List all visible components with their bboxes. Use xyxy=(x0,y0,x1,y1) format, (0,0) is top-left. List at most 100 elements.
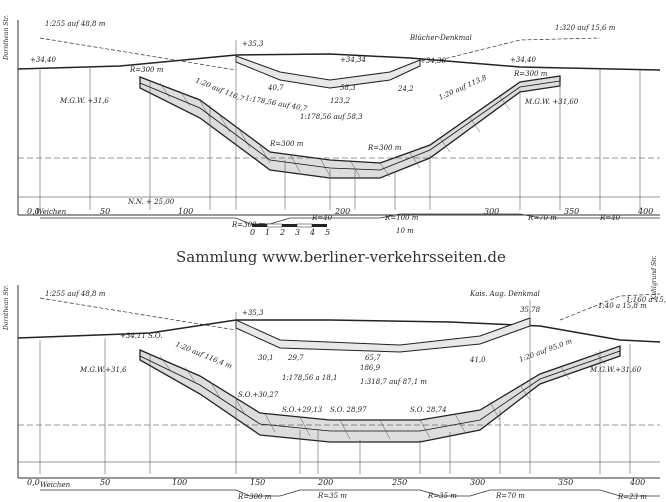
bottom-tunnel-body xyxy=(139,345,621,443)
top-station-100: 100 xyxy=(178,207,193,216)
bottom-grade-a: 1:20 auf 116,4 m xyxy=(174,340,233,370)
caption-text: Sammlung www.berliner-verkehrsseiten.de xyxy=(176,248,506,266)
top-radius-bottom: R=300 m R=40 R=100 m R=70 m R=40 xyxy=(231,214,621,229)
scale-unit: 10 m xyxy=(396,227,414,235)
top-blucher-label: Blücher-Denkmal xyxy=(409,34,472,42)
top-d407: 40,7 xyxy=(267,84,284,92)
bottom-elev-left: +34,11 S.O. xyxy=(120,332,162,340)
top-elev-right: +34,40 xyxy=(510,56,536,64)
bottom-grade-b: 1:20 auf 95,0 m xyxy=(518,337,574,364)
top-radius-left: R=300 m xyxy=(129,66,164,74)
top-elev-left: +34,40 xyxy=(30,56,56,64)
bottom-d657: 65,7 xyxy=(365,354,381,362)
top-grade-left: 1:255 auf 48,8 m xyxy=(45,20,106,28)
bottom-grade-right1: 1:40 a 15,8 m xyxy=(598,302,647,310)
top-radius-right: R=300 m xyxy=(513,70,548,78)
bottom-d301: 30,1 xyxy=(258,354,274,362)
top-grade-mid: 1:178,56 auf 40,7 xyxy=(245,94,309,113)
bottom-street-right: Kahlgrund Str. xyxy=(651,255,658,301)
bottom-station-lines xyxy=(39,300,631,474)
bottom-elev-353: +35,3 xyxy=(242,309,264,317)
scale-num-2: 2 xyxy=(279,228,285,237)
top-rad-b3: R=70 m xyxy=(527,214,557,222)
top-elev-353: +35,3 xyxy=(242,40,264,48)
top-mgw-left: M.G.W. +31,6 xyxy=(59,97,109,105)
top-station-50: 50 xyxy=(100,207,110,216)
top-grade-right: 1:320 auf 15,6 m xyxy=(555,24,616,32)
top-rad-b1: R=40 xyxy=(311,214,333,222)
top-grade-120a: 1:20 auf 116,7 xyxy=(194,76,245,103)
bottom-rad-b3: R=70 m xyxy=(495,492,525,500)
bottom-tunnel-hatch xyxy=(159,351,606,440)
bottom-grade-right2: 1:160 a 15,8 m xyxy=(626,296,666,304)
top-elev-3434: +34,34 xyxy=(340,56,366,64)
bottom-rad-b2: R=35 m xyxy=(427,492,457,500)
top-weichen-label: Weichen xyxy=(36,208,67,216)
bottom-station-250: 250 xyxy=(391,478,407,487)
top-radius-mid2: R=300 m xyxy=(367,144,402,152)
bottom-street-label: Dornthean Str. xyxy=(3,285,10,331)
top-scale-bar: 0 1 2 3 4 5 10 m xyxy=(250,223,414,237)
top-grade-120b: 1:20 auf 113,8 xyxy=(438,73,489,101)
top-grade-dashed xyxy=(39,37,237,71)
bottom-grade-left: 1:255 auf 48,8 m xyxy=(45,290,106,298)
scale-num-0: 0 xyxy=(250,228,255,237)
scale-num-4: 4 xyxy=(309,228,315,237)
top-ground-line xyxy=(17,53,661,71)
top-station-400: 400 xyxy=(637,207,653,216)
top-radius-mid1: R=300 m xyxy=(269,140,304,148)
bottom-rad-b0: R=300 m xyxy=(237,493,272,501)
bottom-d297: 29,7 xyxy=(287,354,304,362)
top-profile: Dornthean Str. 1:255 auf 48,8 m 1:320 au… xyxy=(3,15,661,237)
scale-num-3: 3 xyxy=(295,228,300,237)
top-street-label: Dornthean Str. xyxy=(3,15,10,61)
bottom-station-400: 400 xyxy=(629,478,645,487)
top-rad-b2: R=100 m xyxy=(384,214,419,222)
bottom-so1: S.O.+30,27 xyxy=(238,391,279,399)
bottom-station-200: 200 xyxy=(317,478,333,487)
bottom-station-axis: 0,0 50 100 150 200 250 300 350 400 xyxy=(27,478,645,487)
bottom-ground-line xyxy=(17,319,661,343)
top-rad-b4: R=40 xyxy=(599,214,621,222)
bottom-rad-b1: R=35 m xyxy=(317,492,347,500)
bottom-rad-b4: R=23 m xyxy=(617,493,647,501)
bottom-elev-3578: 35,78 xyxy=(520,306,541,314)
bottom-so4: S.O. 28,74 xyxy=(410,406,447,414)
bottom-so2: S.O.+29,13 xyxy=(282,406,323,414)
top-station-300: 300 xyxy=(484,207,499,216)
top-grade-low: 1:178,56 auf 58,3 xyxy=(300,113,363,121)
bottom-station-0: 0,0 xyxy=(27,478,40,487)
top-station-0: 0,0 xyxy=(27,207,40,216)
bottom-station-100: 100 xyxy=(172,478,187,487)
bottom-kaiser-label: Kais. Aug. Denkmal xyxy=(469,290,540,298)
bottom-station-350: 350 xyxy=(558,478,573,487)
bottom-mgw-right: M.G.W.+31,60 xyxy=(589,366,642,374)
top-nn-label: N.N. + 25,00 xyxy=(127,198,175,206)
scale-num-1: 1 xyxy=(265,228,270,237)
top-station-lines xyxy=(39,40,641,210)
top-station-axis: 0,0 50 100 200 300 350 400 xyxy=(27,207,653,216)
bottom-grade-d: 1:178,56 a 18,1 xyxy=(282,374,338,382)
top-station-200: 200 xyxy=(334,207,350,216)
bottom-d1869: 186,9 xyxy=(360,364,381,372)
bottom-station-300: 300 xyxy=(470,478,485,487)
bottom-profile: Dornthean Str. Kahlgrund Str. 1:255 auf … xyxy=(3,255,666,501)
bottom-station-50: 50 xyxy=(100,478,110,487)
bottom-grade-c: 1:318,7 auf 87,1 m xyxy=(360,378,427,386)
bottom-weichen-label: Weichen xyxy=(40,481,71,489)
top-elev-3430: +34,30 xyxy=(420,57,446,65)
top-rad-b0: R=300 m xyxy=(231,221,266,229)
top-d242: 24,2 xyxy=(397,85,414,93)
top-station-350: 350 xyxy=(564,207,579,216)
bottom-so3: S.O. 28,97 xyxy=(330,406,367,414)
top-upper-trough xyxy=(235,55,421,89)
bottom-station-150: 150 xyxy=(250,478,265,487)
scale-num-5: 5 xyxy=(325,228,330,237)
top-d1232: 123,2 xyxy=(330,97,351,105)
bottom-mgw-left: M.G.W.+31,6 xyxy=(79,366,127,374)
bottom-radius-bottom: R=300 m R=35 m R=35 m R=70 m R=23 m xyxy=(237,492,647,501)
bottom-d410: 41,0 xyxy=(469,356,486,364)
top-d583: 58,3 xyxy=(340,84,356,92)
top-mgw-right: M.G.W. +31,60 xyxy=(524,98,579,106)
